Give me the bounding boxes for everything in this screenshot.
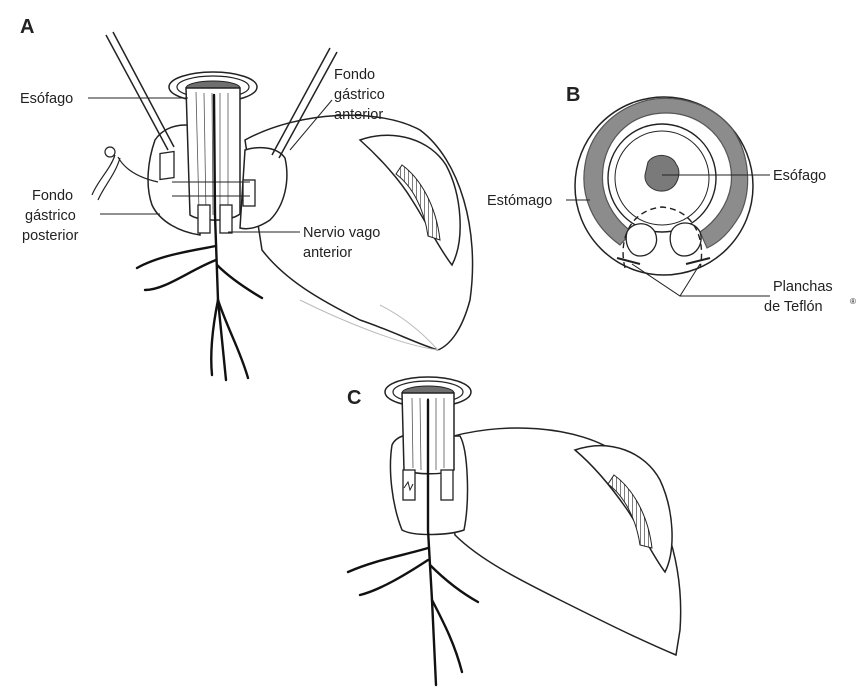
panel-b-label-planchas-2: de Teflón	[764, 299, 823, 315]
panel-b-letter: B	[566, 84, 580, 106]
panel-a-label-fondo-anterior-2: gástrico	[334, 87, 385, 103]
panel-a: A	[20, 16, 473, 380]
panel-b-label-estomago: Estómago	[487, 193, 552, 209]
panel-a-label-esofago: Esófago	[20, 91, 73, 107]
panel-b-wrap-right	[670, 223, 701, 256]
panel-b-esophagus-lumen	[645, 155, 679, 191]
panel-c-letter: C	[347, 387, 361, 409]
panel-a-label-nervio-vago-2: anterior	[303, 245, 352, 261]
panel-a-label-fondo-posterior-2: gástrico	[25, 208, 76, 224]
panel-a-label-fondo-posterior-1: Fondo	[32, 188, 73, 204]
panel-a-label-fondo-posterior-3: posterior	[22, 228, 79, 244]
panel-a-label-nervio-vago-1: Nervio vago	[303, 225, 380, 241]
panel-a-label-fondo-anterior-3: anterior	[334, 107, 383, 123]
panel-b-label-registered: ®	[850, 297, 856, 306]
panel-b: B Esófago Estómago Planchas de Teflón ®	[487, 84, 856, 315]
panel-b-wrap-left	[626, 224, 656, 256]
panel-a-letter: A	[20, 16, 34, 38]
panel-b-label-planchas-1: Planchas	[773, 279, 833, 295]
panel-a-label-fondo-anterior-1: Fondo	[334, 67, 375, 83]
panel-c: C	[347, 377, 681, 685]
panel-b-label-esofago: Esófago	[773, 168, 826, 184]
